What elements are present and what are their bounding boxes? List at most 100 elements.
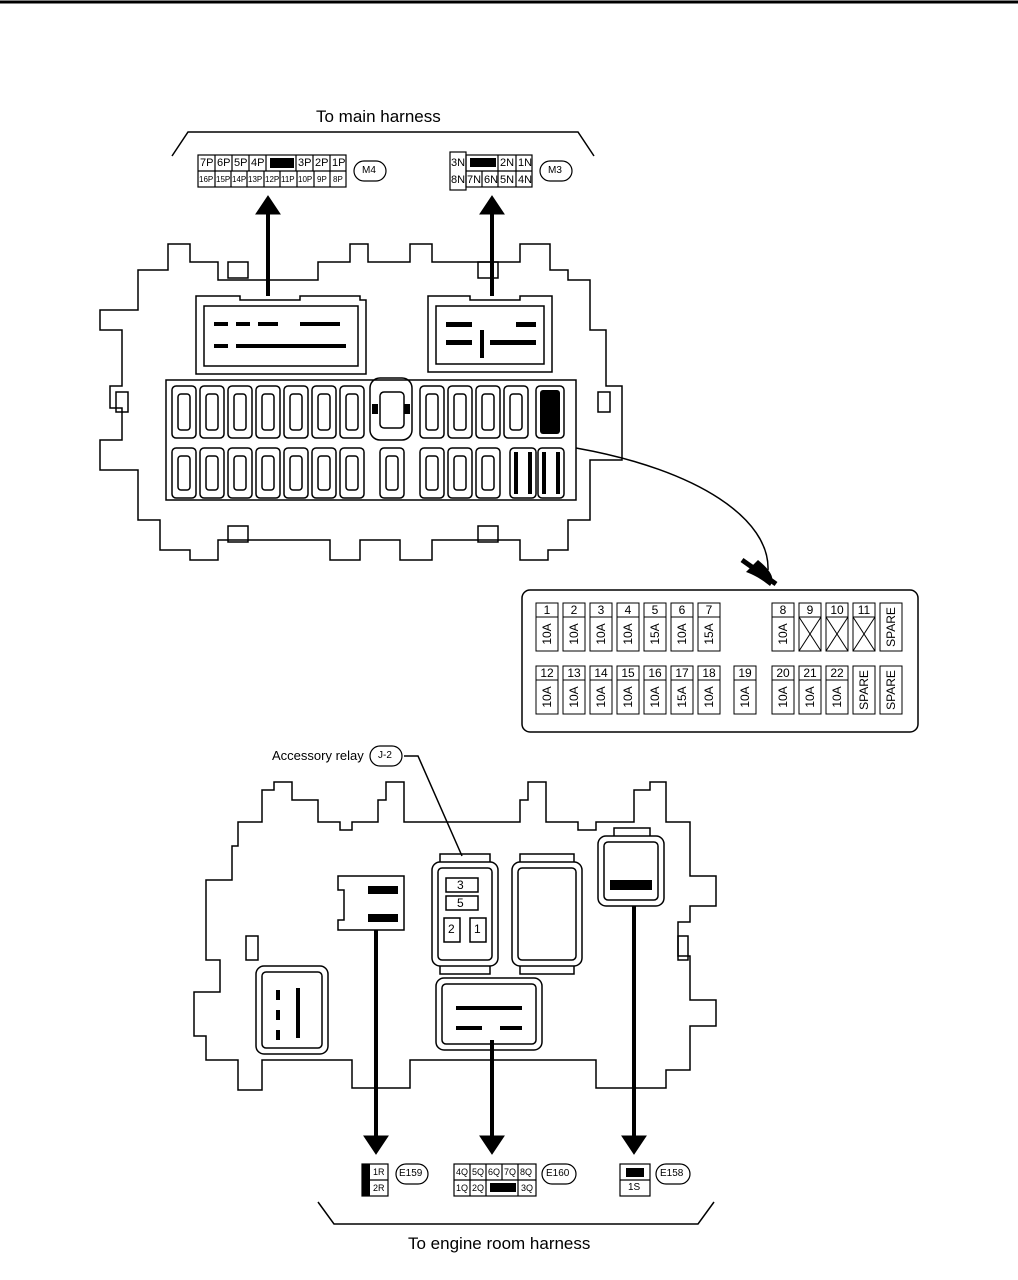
fuse-bottom-0-num: 12 bbox=[540, 666, 554, 680]
bottom-harness-label: To engine room harness bbox=[408, 1234, 591, 1253]
fuse-top-4-amp: 15A bbox=[648, 623, 662, 644]
fuse-top-7-amp: 10A bbox=[776, 623, 790, 644]
fuse-bottom-6-amp: 10A bbox=[702, 686, 716, 707]
connector-M3-face bbox=[449, 151, 573, 191]
fuse-top-10: 11 bbox=[852, 602, 876, 652]
pin-4N: 4N bbox=[518, 174, 533, 186]
fuse-top-3-amp: 10A bbox=[621, 623, 635, 644]
pin-13P: 13P bbox=[248, 175, 263, 184]
pin-11P: 11P bbox=[281, 175, 295, 184]
connector-E158-face bbox=[619, 1163, 691, 1197]
fuse-bottom-5-num: 17 bbox=[675, 666, 689, 680]
pin-2P: 2P bbox=[315, 157, 329, 169]
fuse-top-0-num: 1 bbox=[544, 603, 551, 617]
fuse-bottom-3-num: 15 bbox=[621, 666, 635, 680]
fuse-top-7-num: 8 bbox=[780, 603, 787, 617]
fuse-top-9: 10 bbox=[825, 602, 849, 652]
fuse-bottom-8-num: 20 bbox=[776, 666, 790, 680]
fuse-bottom-5-amp: 15A bbox=[675, 686, 689, 707]
fuse-top-5-amp: 10A bbox=[675, 623, 689, 644]
pin-7N: 7N bbox=[467, 174, 482, 186]
fuse-bottom-7-amp: 10A bbox=[738, 686, 752, 707]
fuse-bottom-9-num: 21 bbox=[803, 666, 817, 680]
fuse-bottom-11-amp: SPARE bbox=[857, 670, 871, 710]
fuse-top-11: SPARE bbox=[879, 602, 903, 652]
fuse-top-11-amp: SPARE bbox=[884, 607, 898, 647]
fuse-bottom-8-amp: 10A bbox=[776, 686, 790, 707]
pin-7Q: 7Q bbox=[504, 1167, 517, 1177]
fuse-top-2-num: 3 bbox=[598, 603, 605, 617]
fuse-bottom-6-num: 18 bbox=[702, 666, 716, 680]
pin-5P: 5P bbox=[234, 157, 248, 169]
fuse-bottom-9-amp: 10A bbox=[803, 686, 817, 707]
relay-pin-1: 1 bbox=[474, 922, 481, 936]
connector-M4-face bbox=[197, 154, 387, 188]
pin-1P: 1P bbox=[332, 157, 346, 169]
pin-3N: 3N bbox=[451, 157, 466, 169]
pin-14P: 14P bbox=[232, 175, 247, 184]
relay-tag: J-2 bbox=[378, 750, 392, 761]
pin-15P: 15P bbox=[216, 175, 231, 184]
fuse-bottom-1-amp: 10A bbox=[567, 686, 581, 707]
pin-6N: 6N bbox=[484, 174, 499, 186]
fuse-top-0-amp: 10A bbox=[540, 623, 554, 644]
fuse-bottom-4-num: 16 bbox=[648, 666, 662, 680]
fuse-bottom-0-amp: 10A bbox=[540, 686, 554, 707]
fuse-bottom-3-amp: 10A bbox=[621, 686, 635, 707]
pin-2R: 2R bbox=[373, 1183, 385, 1193]
fuse-bottom-12: SPARE bbox=[879, 665, 903, 715]
fuse-top-2-amp: 10A bbox=[594, 623, 608, 644]
fuse-top-6-amp: 15A bbox=[702, 623, 716, 644]
pin-8Q: 8Q bbox=[520, 1167, 533, 1177]
pin-1S: 1S bbox=[628, 1182, 641, 1193]
fuse-bottom-4-amp: 10A bbox=[648, 686, 662, 707]
fuse-top-1-amp: 10A bbox=[567, 623, 581, 644]
pin-1N: 1N bbox=[518, 157, 533, 169]
fuse-table-frame bbox=[521, 589, 919, 733]
fuse-top-8-num: 9 bbox=[807, 603, 814, 617]
upper-housing bbox=[99, 243, 623, 561]
pin-12P: 12P bbox=[265, 175, 280, 184]
E160-tag: E160 bbox=[546, 1168, 570, 1179]
pin-7P: 7P bbox=[200, 157, 214, 169]
fuse-bottom-11: SPARE bbox=[852, 665, 876, 715]
E159-tag: E159 bbox=[399, 1168, 423, 1179]
fuse-bottom-1-num: 13 bbox=[567, 666, 581, 680]
relay-pin-5: 5 bbox=[457, 896, 464, 910]
E158-tag: E158 bbox=[660, 1168, 684, 1179]
fuse-top-6-num: 7 bbox=[706, 603, 713, 617]
pin-2N: 2N bbox=[500, 157, 515, 169]
relay-pin-2: 2 bbox=[448, 922, 455, 936]
pin-10P: 10P bbox=[298, 175, 313, 184]
pin-6Q: 6Q bbox=[488, 1167, 501, 1177]
fuse-top-9-num: 10 bbox=[830, 603, 844, 617]
fuse-top-8: 9 bbox=[798, 602, 822, 652]
relay-label: Accessory relay bbox=[272, 748, 364, 763]
fuse-bottom-2-num: 14 bbox=[594, 666, 608, 680]
fuse-bottom-10-num: 22 bbox=[830, 666, 844, 680]
pin-2Q: 2Q bbox=[472, 1183, 485, 1193]
pin-3Q: 3Q bbox=[521, 1183, 534, 1193]
pin-5Q: 5Q bbox=[472, 1167, 485, 1177]
pin-3P: 3P bbox=[298, 157, 312, 169]
pin-6P: 6P bbox=[217, 157, 231, 169]
pin-4P: 4P bbox=[251, 157, 265, 169]
fuse-bottom-7-num: 19 bbox=[738, 666, 752, 680]
